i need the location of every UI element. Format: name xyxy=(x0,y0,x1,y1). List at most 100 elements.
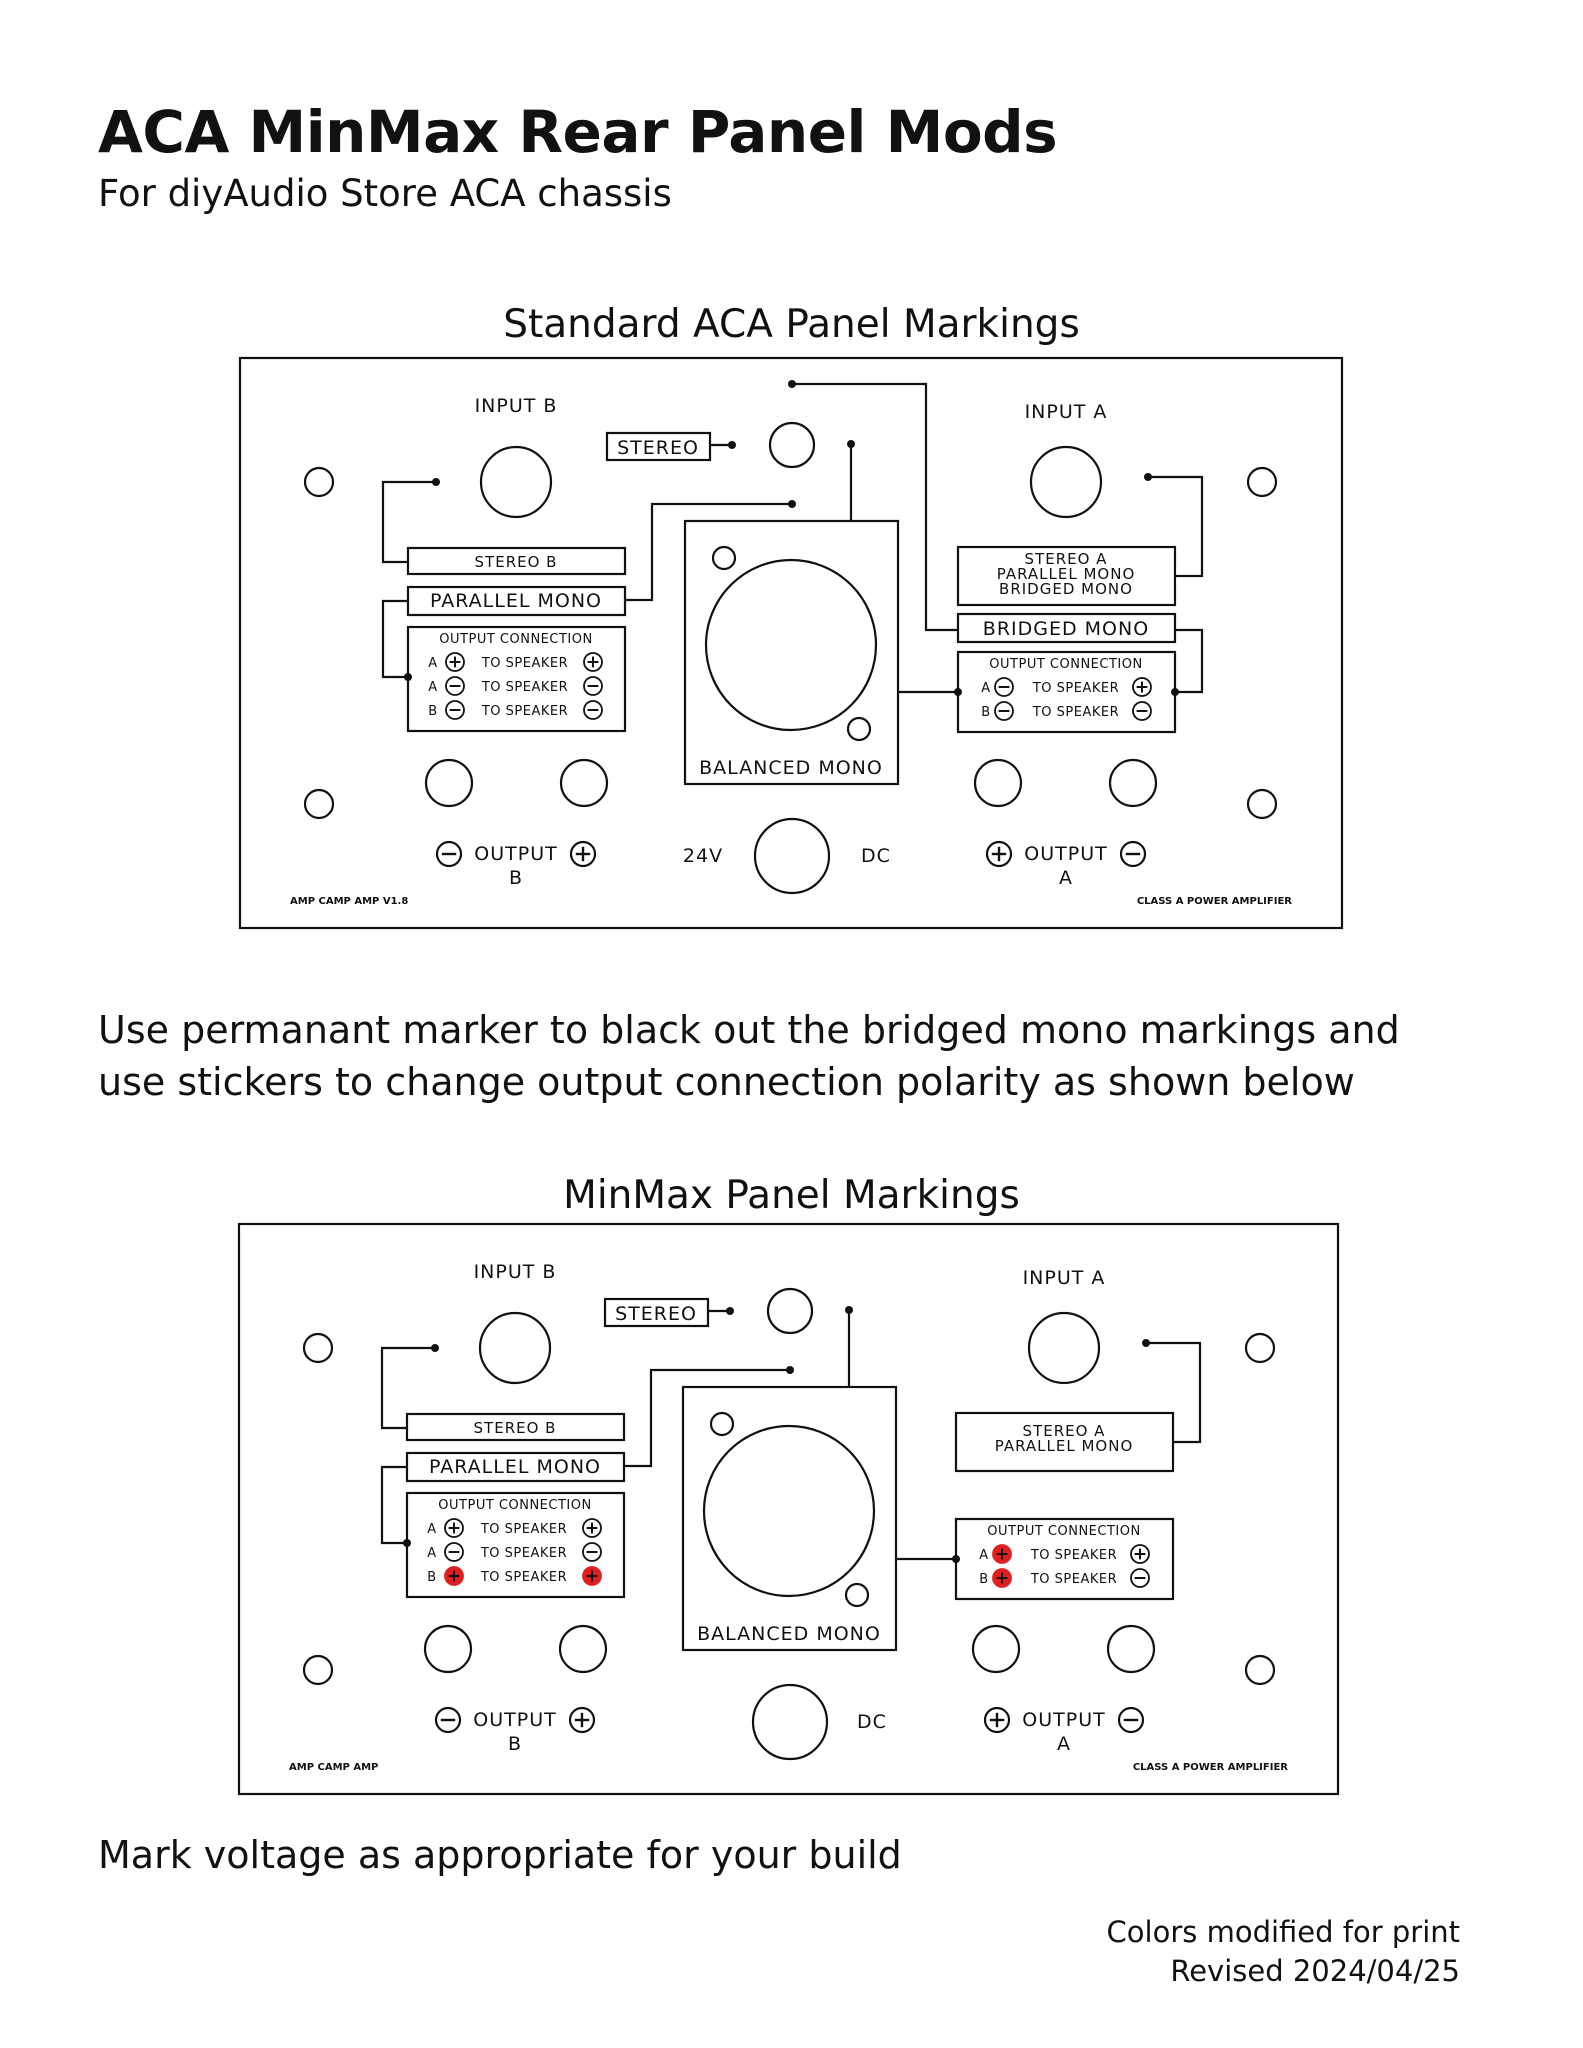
plus-sign-icon xyxy=(568,1706,596,1734)
plus-sign-icon xyxy=(992,1544,1012,1564)
output-connection-b-polarity-signs xyxy=(444,1518,602,1586)
standard-panel-diagram: INPUT B INPUT A STEREO STEREO B PARALLEL… xyxy=(238,356,1344,930)
mount-hole-bl xyxy=(302,1654,334,1686)
stereo-label-box xyxy=(603,1297,710,1328)
output-connection-b-title: OUTPUT CONNECTION xyxy=(438,1498,591,1513)
dc-label: DC xyxy=(857,1711,887,1733)
bridged-mono-label: BRIDGED MONO xyxy=(983,618,1149,640)
output-a-legend: OUTPUT A xyxy=(1022,1709,1104,1755)
input-b-label: INPUT B xyxy=(475,395,558,417)
stereo-switch xyxy=(768,421,816,469)
output-connection-a-title: OUTPUT CONNECTION xyxy=(989,657,1142,672)
output-connection-b-title: OUTPUT CONNECTION xyxy=(439,632,592,647)
panel-footer-left: AMP CAMP AMP xyxy=(289,1762,378,1773)
wire-parallel-center xyxy=(625,502,792,602)
balanced-mono-box xyxy=(681,1385,898,1652)
minus-sign-icon xyxy=(583,700,603,720)
output-a-legend: OUTPUT A xyxy=(1024,843,1106,889)
wire-parallel-b xyxy=(381,599,408,679)
output-connection-b-rows: A A B TO SPEAKER TO SPEAKER TO SPEAKER xyxy=(428,656,568,719)
svg-text:A: A xyxy=(1057,1733,1071,1755)
svg-text:B: B xyxy=(428,704,437,719)
svg-text:A: A xyxy=(979,1548,988,1563)
minmax-panel-heading: MinMax Panel Markings xyxy=(563,1173,1020,1218)
output-a-plus-post xyxy=(971,1624,1021,1674)
svg-text:TO SPEAKER: TO SPEAKER xyxy=(480,1546,567,1561)
output-b-legend: OUTPUT B xyxy=(474,843,556,889)
svg-text:B: B xyxy=(981,705,990,720)
output-connection-a-polarity-signs xyxy=(994,677,1152,721)
plus-sign-icon xyxy=(1130,1544,1150,1564)
output-b-plus-post xyxy=(559,758,609,808)
output-b-plus-post xyxy=(558,1624,608,1674)
input-b-label: INPUT B xyxy=(474,1261,557,1283)
page-subtitle: For diyAudio Store ACA chassis xyxy=(98,172,672,215)
output-a-minus-post xyxy=(1106,1624,1156,1674)
xlr-latch-hole xyxy=(709,1411,735,1437)
output-connection-b-rows: A A B TO SPEAKER TO SPEAKER TO SPEAKER xyxy=(427,1522,567,1585)
output-polarity-icons xyxy=(434,1706,1145,1734)
stereo-label: STEREO xyxy=(617,437,699,459)
panel-footer-right: CLASS A POWER AMPLIFIER xyxy=(1137,896,1292,907)
svg-text:TO SPEAKER: TO SPEAKER xyxy=(481,656,568,671)
plus-sign-icon xyxy=(444,1566,464,1586)
input-b-jack xyxy=(478,1311,552,1385)
plus-sign-icon xyxy=(1132,677,1152,697)
output-polarity-icons xyxy=(435,840,1147,868)
minus-sign-icon xyxy=(435,840,463,868)
input-a-label: INPUT A xyxy=(1023,1267,1106,1289)
page-title: ACA MinMax Rear Panel Mods xyxy=(98,98,1058,166)
output-connection-a-rows: A B TO SPEAKER TO SPEAKER xyxy=(979,1548,1117,1587)
parallel-mono-b-label: PARALLEL MONO xyxy=(430,590,602,612)
output-b-minus-post xyxy=(423,1624,473,1674)
minmax-panel-outline xyxy=(237,1222,1340,1796)
output-b-legend: OUTPUT B xyxy=(473,1709,555,1755)
output-connection-b-polarity-signs xyxy=(445,652,603,720)
dc-jack xyxy=(751,1683,829,1761)
minus-sign-icon xyxy=(994,677,1014,697)
wire-parallel-b xyxy=(380,1465,407,1545)
svg-text:TO SPEAKER: TO SPEAKER xyxy=(1032,705,1119,720)
minus-sign-icon xyxy=(445,676,465,696)
minus-sign-icon xyxy=(434,1706,462,1734)
minus-sign-icon xyxy=(994,701,1014,721)
input-b-jack xyxy=(479,445,553,519)
svg-text:TO SPEAKER: TO SPEAKER xyxy=(481,704,568,719)
svg-text:A: A xyxy=(427,1522,436,1537)
minus-sign-icon xyxy=(582,1542,602,1562)
output-a-plus-post xyxy=(973,758,1023,808)
dc-label: DC xyxy=(861,845,891,867)
stereo-label: STEREO xyxy=(615,1303,697,1325)
revision-note: Colors modified for print Revised 2024/0… xyxy=(1107,1913,1460,1991)
input-a-label: INPUT A xyxy=(1025,401,1108,423)
panel-footer-right: CLASS A POWER AMPLIFIER xyxy=(1133,1762,1288,1773)
minus-sign-icon xyxy=(1119,840,1147,868)
plus-sign-icon xyxy=(583,652,603,672)
mount-hole-tl xyxy=(303,466,335,498)
svg-text:TO SPEAKER: TO SPEAKER xyxy=(481,680,568,695)
wire-input-a xyxy=(1148,475,1204,578)
svg-text:A: A xyxy=(1059,867,1073,889)
xlr-connector xyxy=(704,558,878,732)
plus-sign-icon xyxy=(983,1706,1011,1734)
stereo-a-line-1: STEREO A xyxy=(1023,1422,1106,1440)
stereo-b-label: STEREO B xyxy=(475,553,558,571)
svg-text:B: B xyxy=(509,867,523,889)
stereo-a-line-2: PARALLEL MONO xyxy=(997,565,1136,583)
output-a-minus-post xyxy=(1108,758,1158,808)
wire-input-a xyxy=(1146,1341,1202,1444)
plus-sign-icon xyxy=(582,1518,602,1538)
plus-sign-icon xyxy=(569,840,597,868)
xlr-screw-hole xyxy=(846,716,872,742)
svg-text:A: A xyxy=(428,680,437,695)
input-a-jack xyxy=(1027,1311,1101,1385)
wire-bridged xyxy=(792,382,958,632)
standard-panel-heading: Standard ACA Panel Markings xyxy=(503,302,1080,347)
svg-text:TO SPEAKER: TO SPEAKER xyxy=(480,1522,567,1537)
minus-sign-icon xyxy=(445,700,465,720)
revision-line-colors: Colors modified for print xyxy=(1106,1915,1460,1949)
svg-text:B: B xyxy=(427,1570,436,1585)
svg-text:TO SPEAKER: TO SPEAKER xyxy=(1030,1572,1117,1587)
minmax-panel-diagram: INPUT B INPUT A STEREO STEREO B PARALLEL… xyxy=(237,1222,1340,1796)
svg-text:B: B xyxy=(508,1733,522,1755)
